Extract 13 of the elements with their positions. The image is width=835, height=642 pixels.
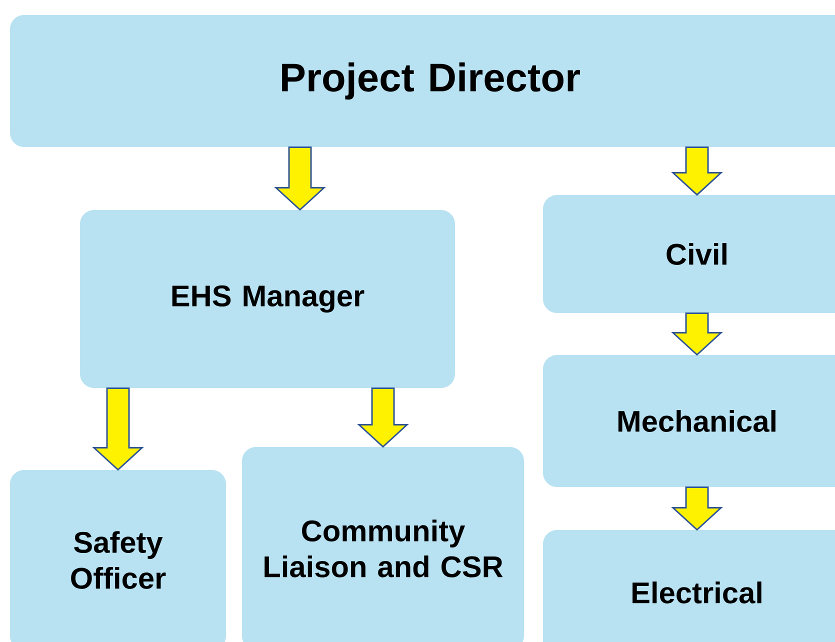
role-box: Mechanical bbox=[543, 355, 835, 487]
role-box: Safety Officer bbox=[10, 470, 226, 642]
role-box: Electrical bbox=[543, 530, 835, 642]
block-arrow bbox=[274, 146, 326, 211]
block-arrow bbox=[357, 387, 409, 448]
role-box: Civil bbox=[543, 195, 835, 313]
block-arrow bbox=[671, 312, 723, 356]
role-box: Community Liaison and CSR bbox=[242, 447, 524, 642]
block-arrow bbox=[671, 146, 723, 196]
role-box: EHS Manager bbox=[80, 210, 455, 388]
role-box: Project Director bbox=[10, 15, 835, 147]
block-arrow bbox=[92, 387, 144, 471]
block-arrow bbox=[671, 486, 723, 531]
